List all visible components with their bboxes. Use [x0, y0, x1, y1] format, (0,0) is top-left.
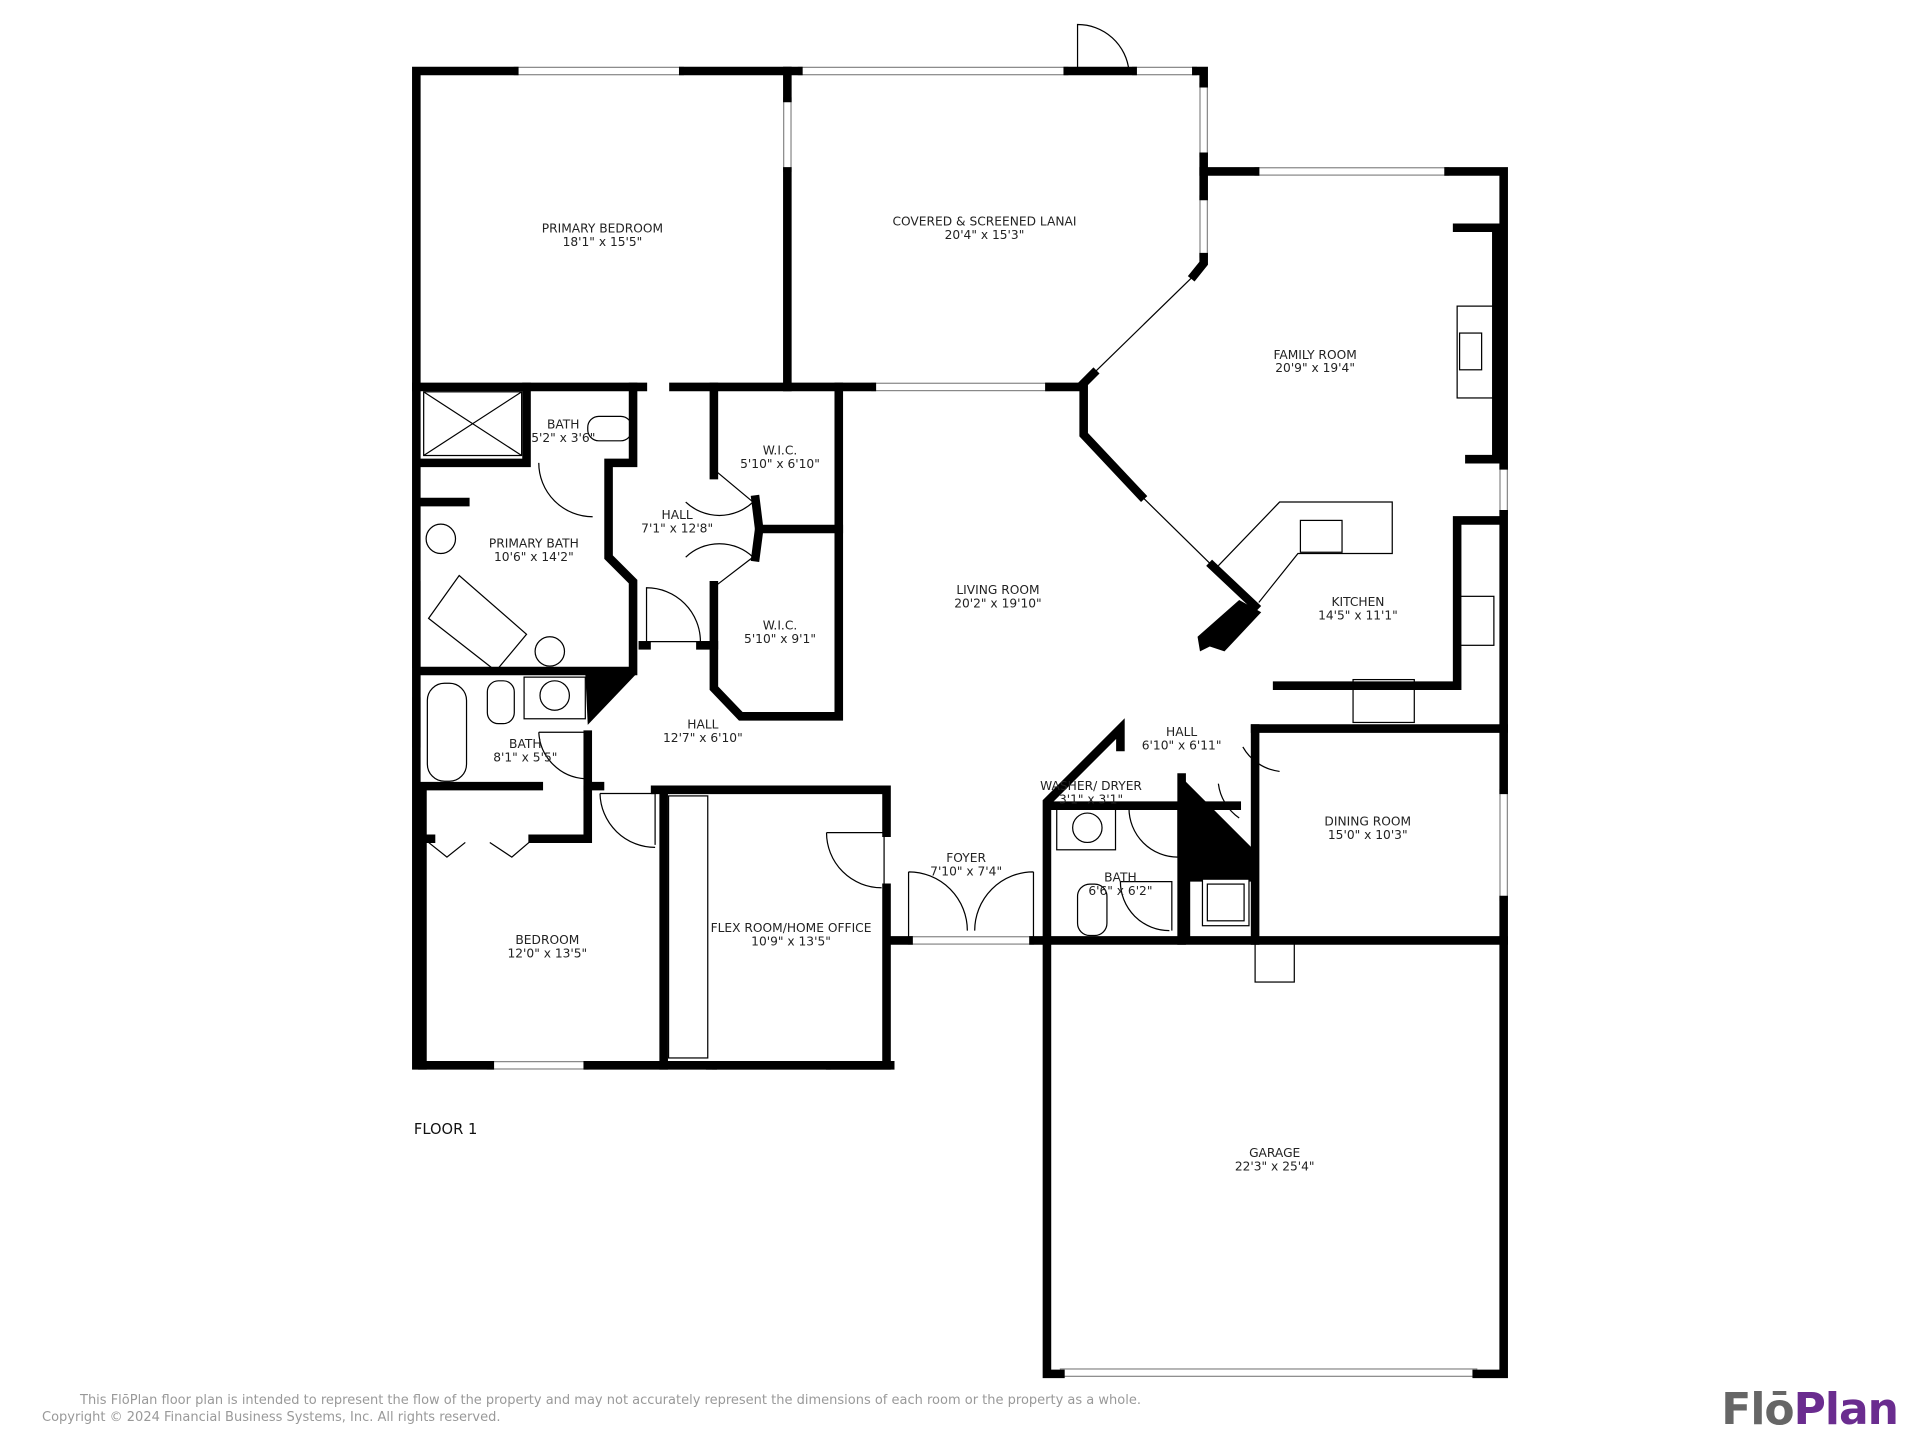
room-name: PRIMARY BATH — [489, 536, 579, 550]
logo-part2: Plan — [1793, 1384, 1899, 1435]
room-dims: 5'2" x 3'6" — [531, 431, 595, 445]
room-dims: 3'1" x 3'1" — [1059, 792, 1123, 806]
room-name: FLEX ROOM/HOME OFFICE — [711, 921, 872, 935]
room-dims: 5'10" x 9'1" — [744, 632, 816, 646]
logo-part1: Flō — [1721, 1384, 1794, 1435]
room-dims: 12'7" x 6'10" — [663, 731, 743, 745]
room-name: WASHER/ DRYER — [1040, 779, 1142, 793]
room-name: W.I.C. — [763, 443, 798, 457]
room-dims: 18'1" x 15'5" — [563, 235, 643, 249]
fixtures — [423, 23, 1495, 1059]
room-name: HALL — [662, 508, 693, 522]
room-dims: 7'1" x 12'8" — [641, 522, 713, 536]
room-name: PRIMARY BEDROOM — [542, 222, 663, 236]
room-name: BATH — [547, 418, 580, 432]
room-dims: 6'10" x 6'11" — [1142, 738, 1222, 752]
room-name: W.I.C. — [763, 618, 798, 632]
room-name: KITCHEN — [1331, 595, 1384, 609]
room-labels: PRIMARY BEDROOM 18'1" x 15'5" COVERED & … — [414, 214, 1411, 1173]
room-name: BATH — [509, 737, 542, 751]
room-dims: 15'0" x 10'3" — [1328, 828, 1408, 842]
room-dims: 5'10" x 6'10" — [740, 457, 820, 471]
room-name: COVERED & SCREENED LANAI — [892, 214, 1076, 228]
windows — [412, 66, 1508, 1377]
fireplace — [1456, 305, 1495, 399]
walls — [412, 66, 1508, 1379]
room-name: FAMILY ROOM — [1273, 348, 1356, 362]
room-dims: 6'6" x 6'2" — [1088, 884, 1152, 898]
room-dims: 12'0" x 13'5" — [507, 947, 587, 961]
room-name: LIVING ROOM — [956, 583, 1039, 597]
room-dims: 20'9" x 19'4" — [1275, 361, 1355, 375]
room-name: HALL — [687, 718, 718, 732]
copyright-text: Copyright © 2024 Financial Business Syst… — [42, 1410, 501, 1425]
room-name: GARAGE — [1249, 1146, 1300, 1160]
room-name: HALL — [1166, 725, 1197, 739]
room-dims: 8'1" x 5'5" — [493, 751, 557, 765]
room-name: DINING ROOM — [1324, 814, 1411, 828]
footer-disclaimer: This FlōPlan floor plan is intended to r… — [42, 1392, 1141, 1426]
disclaimer-text: This FlōPlan floor plan is intended to r… — [80, 1393, 1141, 1408]
room-dims: 10'9" x 13'5" — [751, 934, 831, 948]
floplan-logo: FlōPlan — [1721, 1384, 1899, 1435]
room-name: BEDROOM — [515, 933, 579, 947]
solid-walls — [585, 600, 1262, 941]
room-dims: 14'5" x 11'1" — [1318, 609, 1398, 623]
room-dims: 7'10" x 7'4" — [930, 865, 1002, 879]
room-name: FOYER — [946, 851, 986, 865]
room-dims: 22'3" x 25'4" — [1235, 1160, 1315, 1174]
room-dims: 20'4" x 15'3" — [945, 228, 1025, 242]
room-name: BATH — [1104, 871, 1137, 885]
room-dims: 20'2" x 19'10" — [954, 596, 1042, 610]
room-dims: 10'6" x 14'2" — [494, 550, 574, 564]
floor-label: FLOOR 1 — [414, 1121, 477, 1138]
